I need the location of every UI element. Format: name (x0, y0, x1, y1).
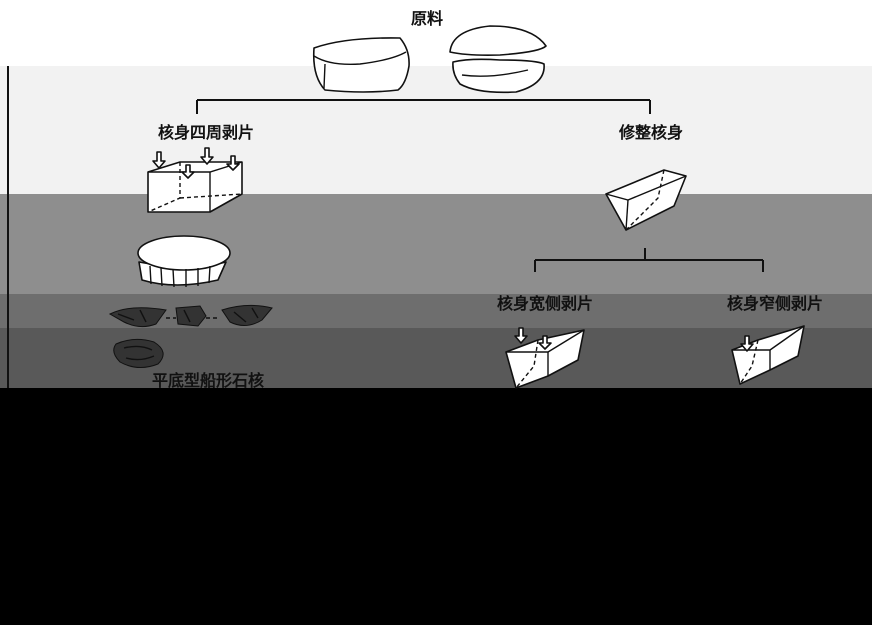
band-light (0, 66, 872, 194)
band-top (0, 0, 872, 66)
boat-core-sketch (605, 169, 687, 231)
narrow-side-core-sketch (731, 325, 805, 385)
branch-left-label: 核身四周剥片 (158, 123, 254, 142)
band-black (0, 388, 872, 625)
wide-side-label: 核身宽侧剥片 (497, 294, 593, 313)
raw-material-label: 原料 (411, 9, 443, 28)
sub-bracket (534, 248, 764, 272)
narrow-side-label: 核身窄侧剥片 (727, 294, 823, 313)
drum-core-sketch (137, 235, 231, 288)
top-bracket (196, 99, 651, 114)
core-type-label: 平底型船形石核 (152, 371, 264, 390)
flaked-core-sketch (108, 304, 273, 368)
split-pebble-sketch (449, 25, 547, 94)
raw-block-sketch (312, 37, 410, 93)
branch-right-label: 修整核身 (618, 123, 683, 142)
wide-side-core-sketch (505, 327, 585, 389)
down-arrow-icon (152, 147, 240, 179)
band-mid (0, 194, 872, 294)
